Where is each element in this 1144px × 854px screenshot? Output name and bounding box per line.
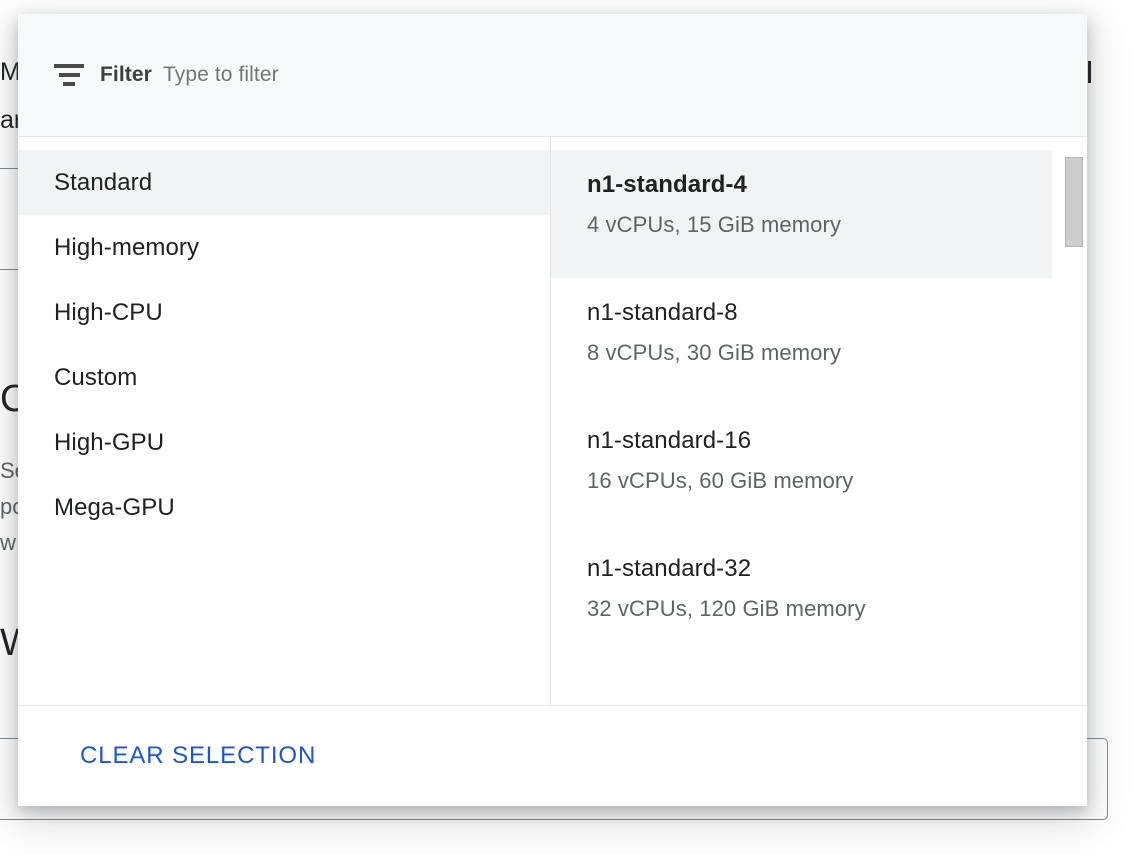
category-item-mega-gpu[interactable]: Mega-GPU [18, 475, 550, 540]
category-label: High-memory [54, 233, 200, 261]
category-item-high-memory[interactable]: High-memory [18, 215, 550, 280]
machine-type-item[interactable]: n1-standard-32 32 vCPUs, 120 GiB memory [551, 534, 1052, 662]
category-label: High-CPU [54, 298, 163, 326]
machine-type-item[interactable]: n1-standard-8 8 vCPUs, 30 GiB memory [551, 278, 1052, 406]
filter-bar[interactable]: Filter Type to filter [18, 14, 1087, 137]
dialog-body: Standard High-memory High-CPU Custom Hig… [18, 137, 1087, 705]
background-text-fragment-are: ar [0, 106, 23, 134]
dialog-footer: CLEAR SELECTION [18, 705, 1087, 806]
machine-type-spec: 8 vCPUs, 30 GiB memory [587, 340, 842, 365]
filter-input[interactable]: Type to filter [162, 63, 279, 86]
background-text-fragment-machine: M [0, 58, 21, 86]
category-item-high-gpu[interactable]: High-GPU [18, 410, 550, 475]
machine-type-picker-dialog: Filter Type to filter Standard High-memo… [18, 14, 1087, 806]
category-label: High-GPU [54, 428, 165, 456]
machine-type-spec: 16 vCPUs, 60 GiB memory [587, 468, 854, 493]
background-text-fragment-right [1088, 61, 1091, 83]
machine-type-name: n1-standard-8 [587, 299, 738, 326]
machine-type-name: n1-standard-4 [587, 171, 747, 198]
filter-icon [54, 64, 84, 86]
filter-label: Filter [100, 63, 152, 86]
background-paragraph-line-3: w [0, 530, 16, 555]
category-item-standard[interactable]: Standard [18, 150, 550, 215]
category-list: Standard High-memory High-CPU Custom Hig… [18, 137, 551, 705]
machine-type-item[interactable]: n1-standard-16 16 vCPUs, 60 GiB memory [551, 406, 1052, 534]
machine-type-list: n1-standard-4 4 vCPUs, 15 GiB memory n1-… [551, 137, 1087, 705]
category-label: Mega-GPU [54, 493, 175, 521]
machine-type-spec: 4 vCPUs, 15 GiB memory [587, 212, 842, 237]
machine-type-name: n1-standard-16 [587, 427, 752, 454]
machine-type-name: n1-standard-32 [587, 555, 752, 582]
machine-type-list-scrollbar[interactable] [1065, 137, 1083, 705]
category-item-high-cpu[interactable]: High-CPU [18, 280, 550, 345]
category-label: Custom [54, 363, 138, 391]
category-item-custom[interactable]: Custom [18, 345, 550, 410]
scrollbar-thumb[interactable] [1065, 157, 1083, 247]
machine-type-item[interactable]: n1-standard-4 4 vCPUs, 15 GiB memory [551, 150, 1052, 278]
clear-selection-button[interactable]: CLEAR SELECTION [80, 742, 317, 769]
machine-type-spec: 32 vCPUs, 120 GiB memory [587, 596, 866, 621]
category-label: Standard [54, 168, 153, 196]
